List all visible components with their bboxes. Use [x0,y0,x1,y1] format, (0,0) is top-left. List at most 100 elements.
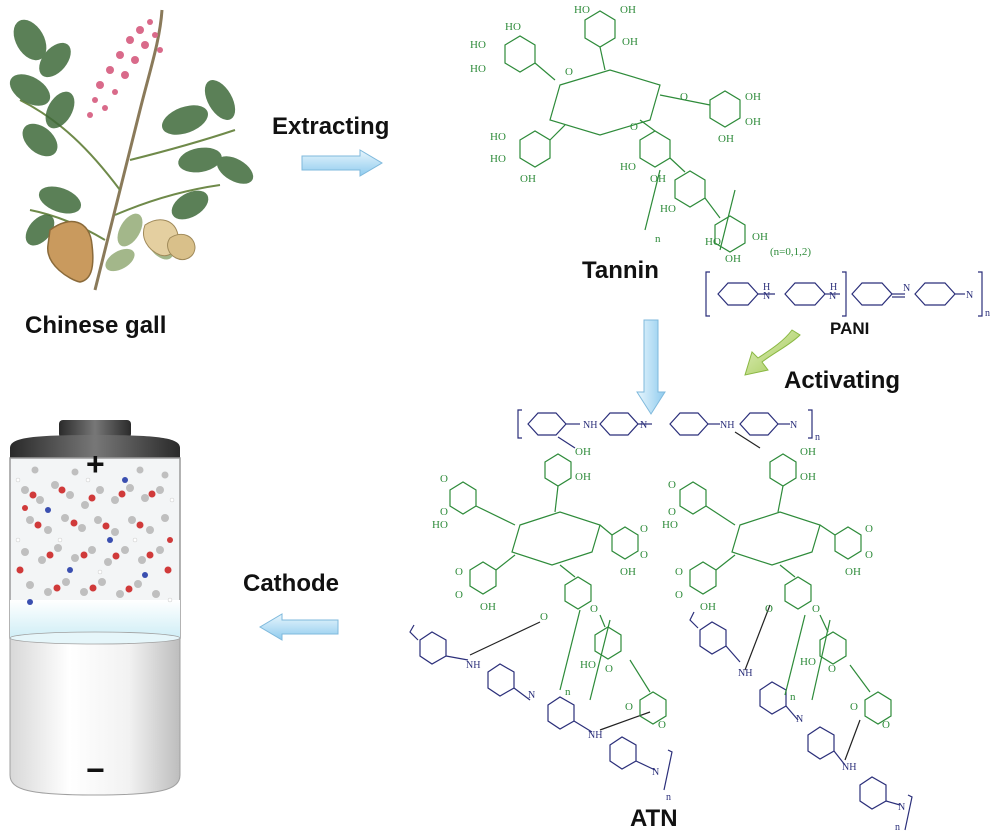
svg-text:O: O [882,719,890,731]
atn-label: ATN [630,805,678,832]
svg-text:HO: HO [705,236,721,248]
svg-text:HO: HO [574,4,590,16]
svg-text:O: O [812,603,820,615]
svg-text:OH: OH [745,116,761,128]
svg-text:O: O [455,589,463,601]
svg-text:O: O [640,523,648,535]
svg-text:OH: OH [620,566,636,578]
svg-text:n: n [985,308,990,319]
svg-text:OH: OH [800,446,816,458]
svg-text:NH: NH [720,420,734,431]
svg-text:O: O [455,566,463,578]
minus-terminal-label: − [86,752,105,788]
plus-terminal-label: + [86,446,105,482]
svg-text:HO: HO [490,153,506,165]
svg-text:HO: HO [580,659,596,671]
svg-text:N: N [898,802,905,813]
svg-text:N: N [652,767,659,778]
svg-text:OH: OH [745,91,761,103]
svg-text:O: O [640,549,648,561]
svg-text:n: n [815,432,820,443]
svg-text:OH: OH [520,173,536,185]
svg-text:NH: NH [466,660,480,671]
svg-text:O: O [668,506,676,518]
extracting-label: Extracting [272,113,390,140]
svg-text:O: O [680,91,688,103]
svg-text:HO: HO [470,63,486,75]
svg-text:N: N [966,290,973,301]
svg-text:N: N [528,690,535,701]
svg-text:OH: OH [845,566,861,578]
svg-text:N: N [903,283,910,294]
svg-text:n: n [666,792,671,803]
svg-text:HO: HO [470,39,486,51]
svg-text:N: N [829,291,836,302]
svg-text:OH: OH [480,601,496,613]
svg-text:OH: OH [620,4,636,16]
svg-text:NH: NH [842,762,856,773]
svg-text:OH: OH [718,133,734,145]
svg-text:H: H [763,282,770,293]
svg-text:O: O [850,701,858,713]
activating-label: Activating [784,367,901,394]
svg-text:O: O [590,603,598,615]
svg-text:N: N [640,420,647,431]
svg-text:HO: HO [620,161,636,173]
svg-text:OH: OH [725,253,741,265]
svg-text:OH: OH [575,446,591,458]
chinese-gall-label: Chinese gall [25,312,167,339]
svg-text:O: O [675,566,683,578]
svg-text:O: O [765,603,773,615]
svg-text:OH: OH [650,173,666,185]
svg-text:NH: NH [583,420,597,431]
svg-text:O: O [605,663,613,675]
svg-text:O: O [865,523,873,535]
svg-text:O: O [658,719,666,731]
svg-text:NH: NH [738,668,752,679]
svg-text:O: O [625,701,633,713]
svg-text:n: n [565,686,571,698]
svg-text:NH: NH [588,730,602,741]
n-values-label: (n=0,1,2) [770,246,812,258]
svg-text:HO: HO [660,203,676,215]
svg-text:HO: HO [490,131,506,143]
svg-text:O: O [440,506,448,518]
svg-text:O: O [668,479,676,491]
svg-text:OH: OH [700,601,716,613]
svg-text:H: H [830,282,837,293]
tannin-label: Tannin [582,257,659,284]
svg-text:O: O [865,549,873,561]
svg-text:O: O [565,66,573,78]
svg-text:N: N [763,291,770,302]
svg-text:n: n [895,822,900,833]
svg-text:O: O [440,473,448,485]
svg-text:OH: OH [800,471,816,483]
svg-text:HO: HO [662,519,678,531]
svg-text:HO: HO [800,656,816,668]
svg-text:HO: HO [505,21,521,33]
pani-label: PANI [830,319,870,338]
svg-text:n: n [790,691,796,703]
svg-text:O: O [828,663,836,675]
svg-text:n: n [655,233,661,245]
svg-text:O: O [540,611,548,623]
svg-text:O: O [675,589,683,601]
svg-text:O: O [630,121,638,133]
svg-text:OH: OH [575,471,591,483]
svg-text:N: N [790,420,797,431]
svg-text:OH: OH [752,231,768,243]
svg-text:OH: OH [622,36,638,48]
svg-text:HO: HO [432,519,448,531]
cathode-label: Cathode [243,570,339,597]
svg-text:N: N [796,714,803,725]
